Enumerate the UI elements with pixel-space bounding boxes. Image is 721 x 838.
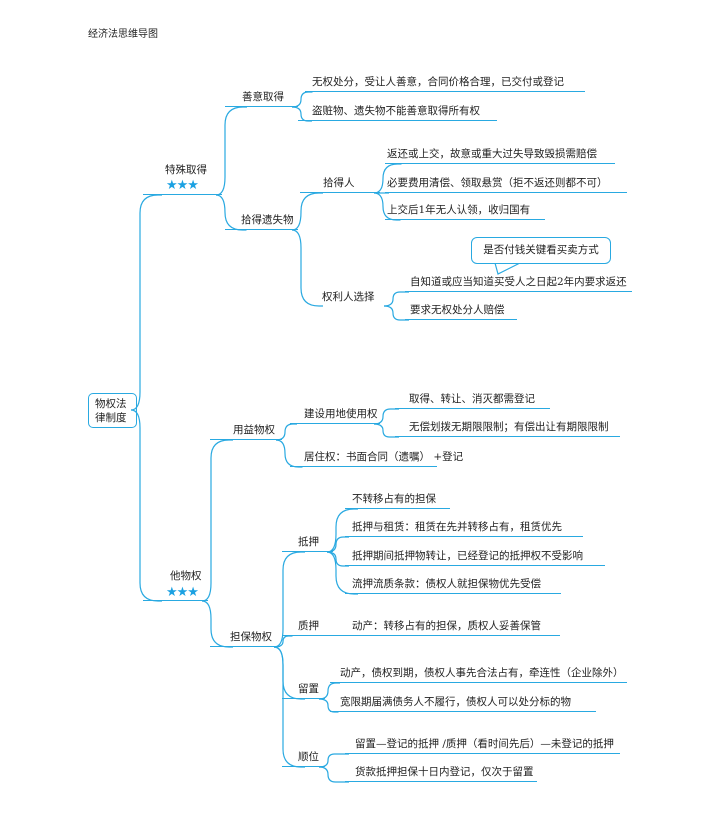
star-rating-icon: ★★★ (166, 585, 199, 600)
leaf-priority-2[interactable]: 货款抵押担保十日内登记，仅次于留置 (345, 766, 537, 782)
leaf-finder-2[interactable]: 必要费用清偿、领取悬赏（拒不返还则都不可） (385, 177, 627, 193)
leaf-good-faith-1[interactable]: 无权处分，受让人善意，合同价格合理，已交付或登记 (305, 76, 585, 92)
leaf-finder-1[interactable]: 返还或上交，故意或重大过失导致毁损需赔偿 (385, 148, 615, 164)
node-special-acquisition[interactable]: 特殊取得 (143, 164, 222, 195)
connector-line (291, 192, 323, 231)
node-label: 用益物权 (233, 424, 275, 436)
connector-line (373, 163, 402, 194)
node-label: 抵押 (298, 536, 319, 548)
node-owner-choice[interactable]: 权利人选择 (300, 291, 390, 306)
node-label: 上交后1年无人认领，收归国有 (387, 204, 531, 216)
node-label: 他物权 (170, 570, 202, 582)
node-label: 建设用地使用权 (304, 408, 378, 420)
page-title: 经济法思维导图 (88, 29, 158, 40)
root-node[interactable]: 物权法律制度 (88, 393, 137, 428)
node-label: 动产，债权到期，债权人事先合法占有，牵连性（企业除外） (340, 667, 624, 679)
node-label: 无偿划拨无期限限制；有偿出让有期限限制 (409, 421, 609, 433)
leaf-mortgage-3[interactable]: 抵押期间抵押物转让，已经登记的抵押权不受影响 (345, 550, 605, 566)
leaf-land-1[interactable]: 取得、转让、消灭都需登记 (395, 393, 550, 409)
node-finder[interactable]: 拾得人 (300, 177, 380, 193)
node-lien[interactable]: 留置 (282, 683, 325, 699)
node-good-faith[interactable]: 善意取得 (225, 91, 298, 107)
connector-line (130, 194, 162, 411)
node-label: 抵押期间抵押物转让，已经登记的抵押权不受影响 (352, 550, 583, 562)
connector-line (291, 229, 323, 307)
node-label: 返还或上交，故意或重大过失导致毁损需赔偿 (387, 148, 597, 160)
leaf-land-2[interactable]: 无偿划拨无期限限制；有偿出让有期限限制 (395, 421, 620, 437)
node-residence[interactable]: 居住权：书面合同（遗嘱） +登记 (290, 451, 463, 467)
node-label: 抵押与租赁：租赁在先并转移占有，租赁优先 (352, 521, 562, 533)
node-label: 顺位 (298, 751, 319, 763)
node-label: 特殊取得 (165, 164, 207, 176)
leaf-owner-2[interactable]: 要求无权处分人赔偿 (405, 304, 517, 320)
node-label: 质押 (298, 620, 319, 632)
leaf-priority-1[interactable]: 留置—登记的抵押 /质押（看时间先后）—未登记的抵押 (345, 738, 620, 754)
connector-line (318, 766, 349, 783)
connector-line (326, 551, 349, 567)
connector-line (383, 305, 409, 321)
node-label: 拾得遗失物 (241, 214, 294, 226)
leaf-lien-1[interactable]: 动产，债权到期，债权人事先合法占有，牵连性（企业除外） (330, 667, 627, 683)
node-pledge[interactable]: 质押 动产：转移占有的担保，质权人妥善保管 (282, 620, 560, 636)
node-label: 不转移占有的担保 (352, 493, 436, 505)
connector-line (326, 508, 358, 553)
leaf-mortgage-4[interactable]: 流押流质条款：债权人就担保物优先受偿 (345, 578, 561, 594)
node-usufruct[interactable]: 用益物权 (210, 424, 282, 440)
node-label: 自知道或应当知道买受人之日起2年内要求返还 (410, 276, 627, 288)
leaf-good-faith-2[interactable]: 盗赃物、遗失物不能善意取得所有权 (298, 105, 497, 121)
star-rating-icon: ★★★ (166, 178, 199, 193)
leaf-finder-3[interactable]: 上交后1年无人认领，收归国有 (385, 204, 545, 220)
connector-line (215, 106, 247, 196)
node-label: 留置—登记的抵押 /质押（看时间先后）—未登记的抵押 (355, 738, 614, 750)
node-mortgage[interactable]: 抵押 (282, 536, 333, 552)
node-label: 权利人选择 (322, 291, 375, 303)
callout-pointer (494, 262, 521, 275)
connector-line (130, 409, 162, 602)
node-other-rights[interactable]: 他物权 (143, 570, 208, 601)
node-label: 必要费用清偿、领取悬赏（拒不返还则都不可） (387, 177, 608, 189)
node-label: 拾得人 (323, 177, 355, 189)
node-label: 流押流质条款：债权人就担保物优先受偿 (352, 578, 541, 590)
node-land-use[interactable]: 建设用地使用权 (290, 408, 380, 424)
connector-line (383, 291, 409, 307)
node-label: 担保物权 (230, 631, 272, 643)
node-lost-property[interactable]: 拾得遗失物 (225, 214, 298, 230)
leaf-lien-2[interactable]: 宽限期届满债务人不履行，债权人可以处分标的物 (330, 696, 596, 712)
node-label: 居住权：书面合同（遗嘱） +登记 (304, 451, 464, 463)
node-label: 货款抵押担保十日内登记，仅次于留置 (355, 766, 534, 778)
leaf-pledge: 动产：转移占有的担保，质权人妥善保管 (352, 620, 541, 632)
node-label: 留置 (298, 683, 319, 695)
node-label: 盗赃物、遗失物不能善意取得所有权 (312, 105, 480, 117)
node-label: 要求无权处分人赔偿 (410, 304, 505, 316)
connector-line (273, 551, 305, 648)
connector-line (273, 646, 305, 768)
node-label: 取得、转让、消灭都需登记 (409, 393, 535, 405)
leaf-mortgage-1[interactable]: 不转移占有的担保 (345, 493, 450, 509)
connector-line (373, 423, 399, 438)
callout-note: 是否付钱关键看买卖方式 (471, 237, 611, 264)
connector-line (201, 439, 233, 602)
leaf-owner-1[interactable]: 自知道或应当知道买受人之日起2年内要求返还 (405, 276, 632, 292)
node-label: 无权处分，受让人善意，合同价格合理，已交付或登记 (312, 76, 564, 88)
root-label-line2: 律制度 (95, 412, 127, 424)
node-label: 宽限期届满债务人不履行，债权人可以处分标的物 (340, 696, 571, 708)
node-priority[interactable]: 顺位 (282, 751, 325, 767)
root-label-line1: 物权法 (95, 398, 127, 410)
node-label: 善意取得 (242, 91, 284, 103)
leaf-mortgage-2[interactable]: 抵押与租赁：租赁在先并转移占有，租赁优先 (345, 521, 583, 537)
node-security[interactable]: 担保物权 (210, 631, 280, 647)
